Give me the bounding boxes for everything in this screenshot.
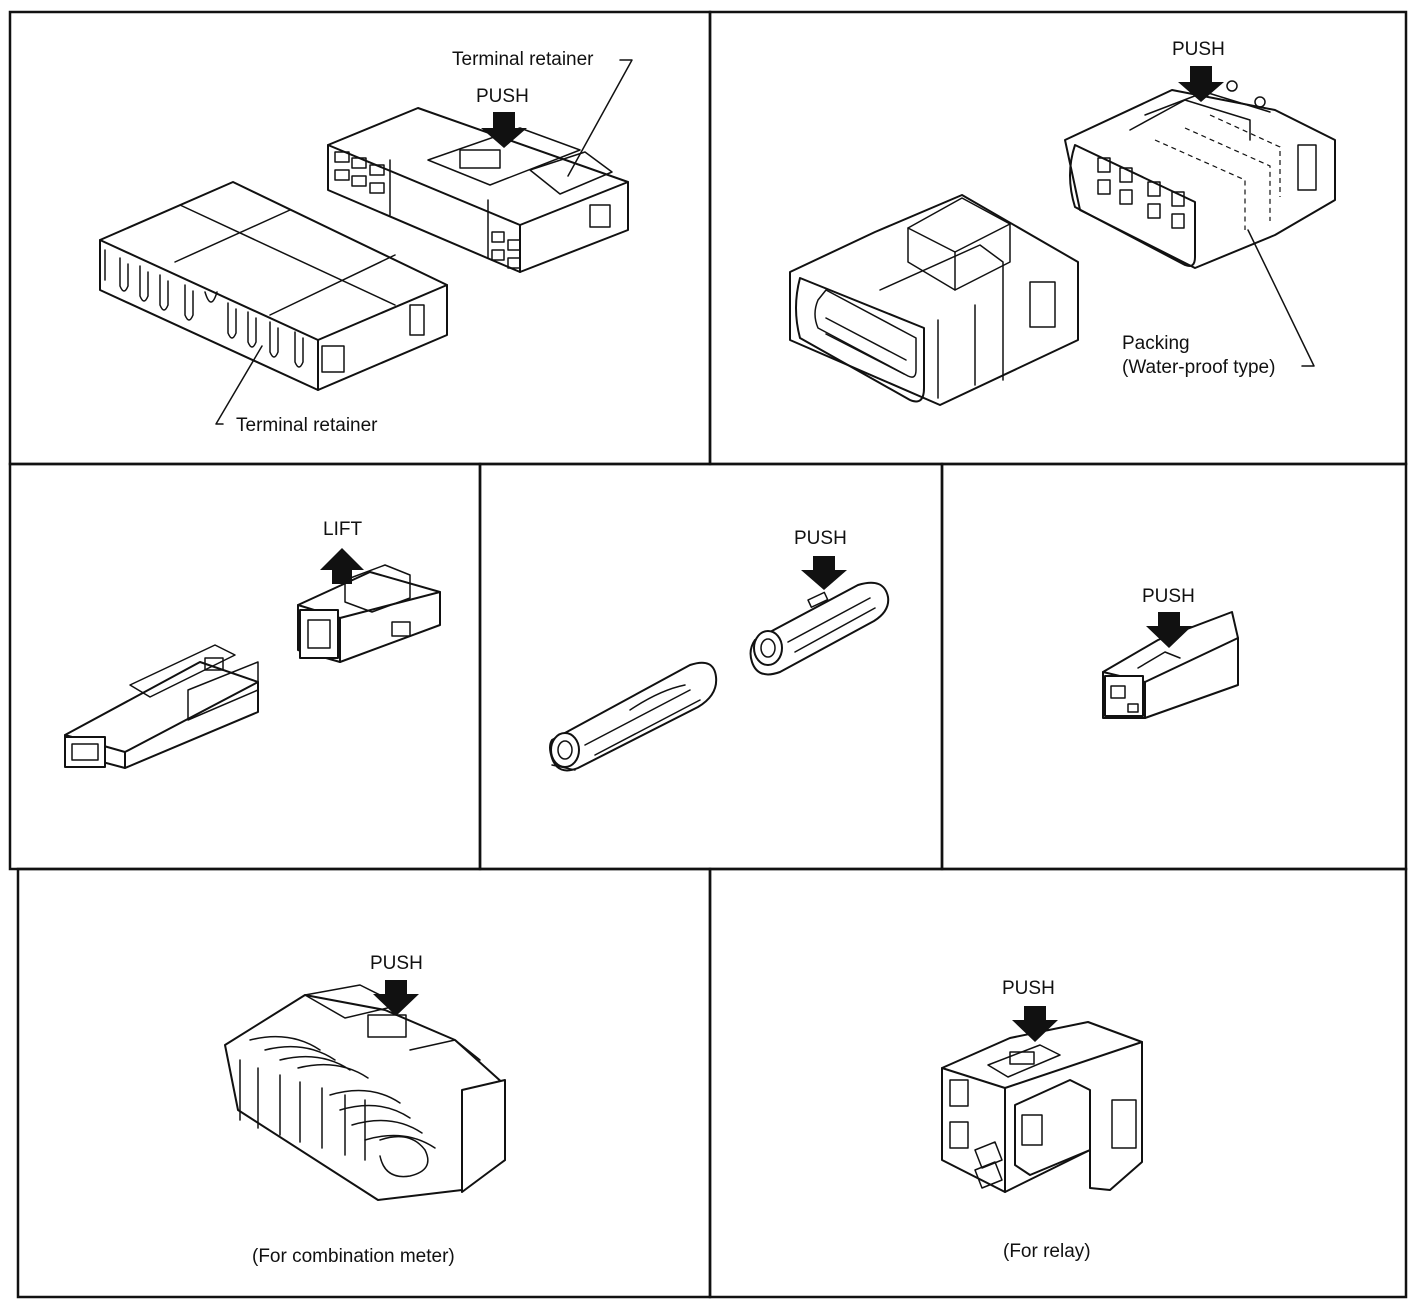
panel-3: LIFT <box>64 519 441 769</box>
push-label: PUSH <box>476 86 529 107</box>
lift-label: LIFT <box>323 519 362 540</box>
panel-7: PUSH (For relay) <box>941 978 1143 1262</box>
rear-connector-illustration <box>1064 80 1336 269</box>
push-arrow-icon <box>1146 612 1192 648</box>
plug-connector-illustration <box>64 644 259 769</box>
push-arrow-icon <box>1178 66 1224 102</box>
push-arrow-icon <box>481 112 527 148</box>
panel-6: PUSH (For combination meter) <box>224 953 506 1267</box>
panel-2: PUSH Packing (Water-proof type) <box>789 39 1336 406</box>
push-arrow-icon <box>801 556 847 590</box>
push-arrow-icon <box>1012 1006 1058 1042</box>
large-connector-illustration <box>99 181 448 391</box>
push-label: PUSH <box>794 528 847 549</box>
push-label: PUSH <box>1172 39 1225 60</box>
small-connector-illustration <box>327 107 629 273</box>
push-label: PUSH <box>1142 586 1195 607</box>
push-arrow-icon <box>373 980 419 1016</box>
panel-5: PUSH <box>1102 586 1239 719</box>
packing-label: Packing <box>1122 333 1190 354</box>
water-proof-type-label: (Water-proof type) <box>1122 357 1275 378</box>
terminal-retainer-label-bottom: Terminal retainer <box>236 415 378 436</box>
front-connector-illustration <box>789 194 1079 406</box>
cylinder-socket-illustration <box>749 581 890 676</box>
panel-4: PUSH <box>549 528 890 772</box>
combination-meter-caption: (For combination meter) <box>252 1246 455 1267</box>
socket-connector-illustration <box>297 564 441 663</box>
terminal-retainer-label-top: Terminal retainer <box>452 49 594 70</box>
small-socket-illustration <box>1102 611 1239 719</box>
push-label: PUSH <box>370 953 423 974</box>
combination-meter-connector-illustration <box>224 984 506 1201</box>
push-label: PUSH <box>1002 978 1055 999</box>
lift-arrow-icon <box>320 548 364 584</box>
panel-frames <box>8 10 1408 1299</box>
relay-caption: (For relay) <box>1003 1241 1091 1262</box>
relay-connector-illustration <box>941 1021 1143 1193</box>
panel-1: Terminal retainer PUSH Terminal retainer <box>99 49 633 436</box>
cylinder-plug-illustration <box>549 661 718 772</box>
